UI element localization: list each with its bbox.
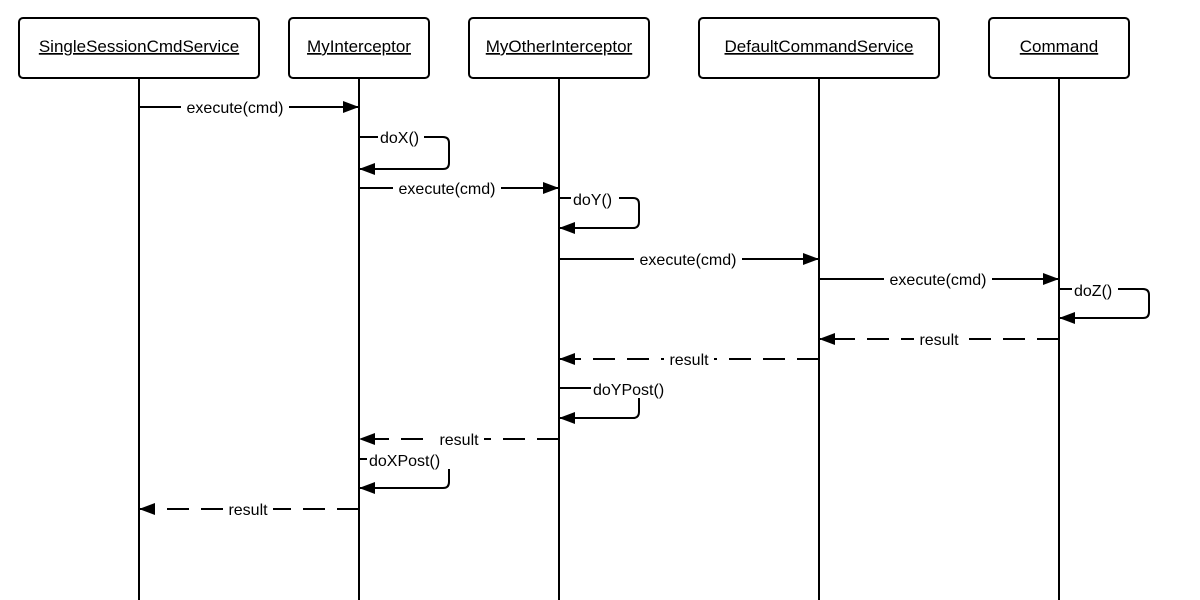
message-label: doXPost()	[369, 453, 440, 470]
participant-label: Command	[1020, 37, 1098, 56]
message-do-x-self: doX()	[359, 128, 450, 175]
participant-my-interceptor[interactable]: MyInterceptor	[288, 17, 430, 79]
message-label: doY()	[573, 192, 612, 209]
message-do-y-self: doY()	[559, 190, 640, 234]
message-label: execute(cmd)	[187, 100, 284, 117]
participant-single-session-cmd-service[interactable]: SingleSessionCmdService	[18, 17, 260, 79]
message-label: execute(cmd)	[890, 272, 987, 289]
message-result-to-my-other-interceptor: result	[559, 350, 819, 369]
participant-label: MyOtherInterceptor	[486, 37, 633, 56]
message-label: result	[669, 352, 709, 369]
message-label: result	[439, 432, 479, 449]
message-label: doYPost()	[593, 382, 664, 399]
message-execute-cmd-to-my-other-interceptor: execute(cmd)	[359, 179, 559, 198]
participant-label: DefaultCommandService	[725, 37, 914, 56]
message-do-y-post-self: doYPost()	[559, 380, 675, 424]
message-do-z-self: doZ()	[1059, 281, 1150, 324]
message-execute-cmd-to-command: execute(cmd)	[819, 270, 1059, 289]
message-label: doZ()	[1074, 283, 1112, 300]
message-result-to-my-interceptor: result	[359, 430, 559, 449]
message-execute-cmd-to-default-command-service: execute(cmd)	[559, 250, 819, 269]
participant-default-command-service[interactable]: DefaultCommandService	[698, 17, 940, 79]
participant-command[interactable]: Command	[988, 17, 1130, 79]
message-execute-cmd-to-my-interceptor: execute(cmd)	[139, 98, 359, 117]
message-result-to-default-command-service: result	[819, 330, 1059, 349]
message-label: doX()	[380, 130, 419, 147]
participant-label: SingleSessionCmdService	[39, 37, 239, 56]
message-result-to-single-session-cmd-service: result	[139, 500, 359, 519]
message-label: result	[919, 332, 959, 349]
message-label: result	[228, 502, 268, 519]
participant-label: MyInterceptor	[307, 37, 411, 56]
participant-my-other-interceptor[interactable]: MyOtherInterceptor	[468, 17, 650, 79]
message-do-x-post-self: doXPost()	[359, 451, 451, 494]
message-label: execute(cmd)	[640, 252, 737, 269]
message-label: execute(cmd)	[399, 181, 496, 198]
